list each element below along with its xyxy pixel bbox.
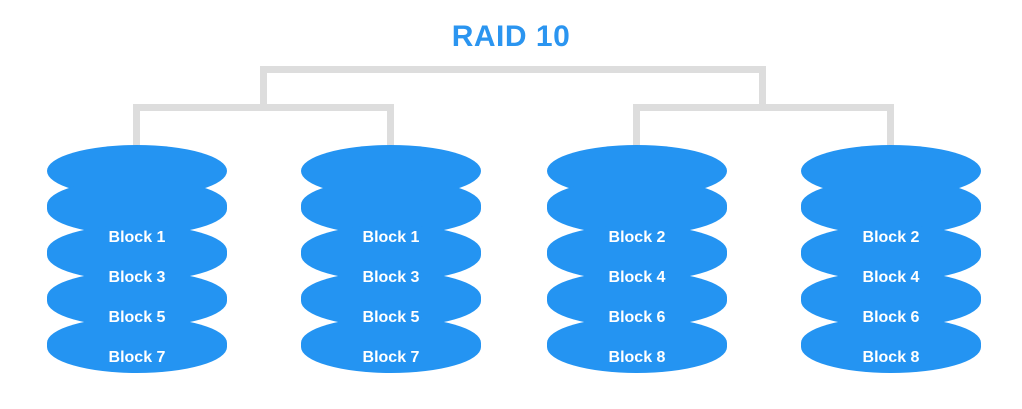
mirror1-to-disk-1-link: [133, 104, 140, 177]
mirror-set-1-bar: [133, 104, 394, 111]
disk-2-cylinder: [301, 145, 481, 375]
disk-1-block-label-3: Block 5: [108, 309, 166, 326]
disk-4-band-4: [801, 317, 981, 373]
disk-4-block-label-4: Block 8: [862, 349, 920, 366]
mirror2-to-disk-4-link: [887, 104, 894, 177]
disk-1-band-4: [47, 317, 227, 373]
disk-4-block-label-3: Block 6: [862, 309, 920, 326]
disk-1-block-label-2: Block 3: [108, 269, 166, 286]
disk-4-block-label-1: Block 2: [862, 229, 920, 246]
disk-4-block-label-2: Block 4: [862, 269, 920, 286]
disk-1-block-label-4: Block 7: [108, 349, 166, 366]
disk-3-block-label-2: Block 4: [608, 269, 666, 286]
disk-4[interactable]: Block 2 Block 4 Block 6 Block 8: [801, 145, 981, 375]
page-title: RAID 10: [451, 20, 571, 53]
disk-3-block-label-4: Block 8: [608, 349, 666, 366]
disk-2-band-4: [301, 317, 481, 373]
mirror2-to-disk-3-link: [633, 104, 640, 177]
disk-1-cylinder: [47, 145, 227, 375]
disk-3[interactable]: Block 2 Block 4 Block 6 Block 8: [547, 145, 727, 375]
mirror1-to-disk-2-link: [387, 104, 394, 177]
disk-2-block-label-3: Block 5: [362, 309, 420, 326]
disk-2[interactable]: Block 1 Block 3 Block 5 Block 7: [301, 145, 481, 375]
disk-1-block-label-1: Block 1: [108, 229, 166, 246]
disk-3-block-label-3: Block 6: [608, 309, 666, 326]
root-to-mirror1-link: [260, 66, 267, 111]
mirror-set-2-bar: [633, 104, 894, 111]
disk-3-band-4: [547, 317, 727, 373]
root-to-mirror2-link: [759, 66, 766, 111]
disk-1[interactable]: Block 1 Block 3 Block 5 Block 7: [47, 145, 227, 375]
disk-3-block-label-1: Block 2: [608, 229, 666, 246]
raid10-root-bar: [260, 66, 766, 73]
disk-3-cylinder: [547, 145, 727, 375]
disk-4-cylinder: [801, 145, 981, 375]
disk-2-block-label-4: Block 7: [362, 349, 420, 366]
disk-2-block-label-1: Block 1: [362, 229, 420, 246]
disk-2-block-label-2: Block 3: [362, 269, 420, 286]
